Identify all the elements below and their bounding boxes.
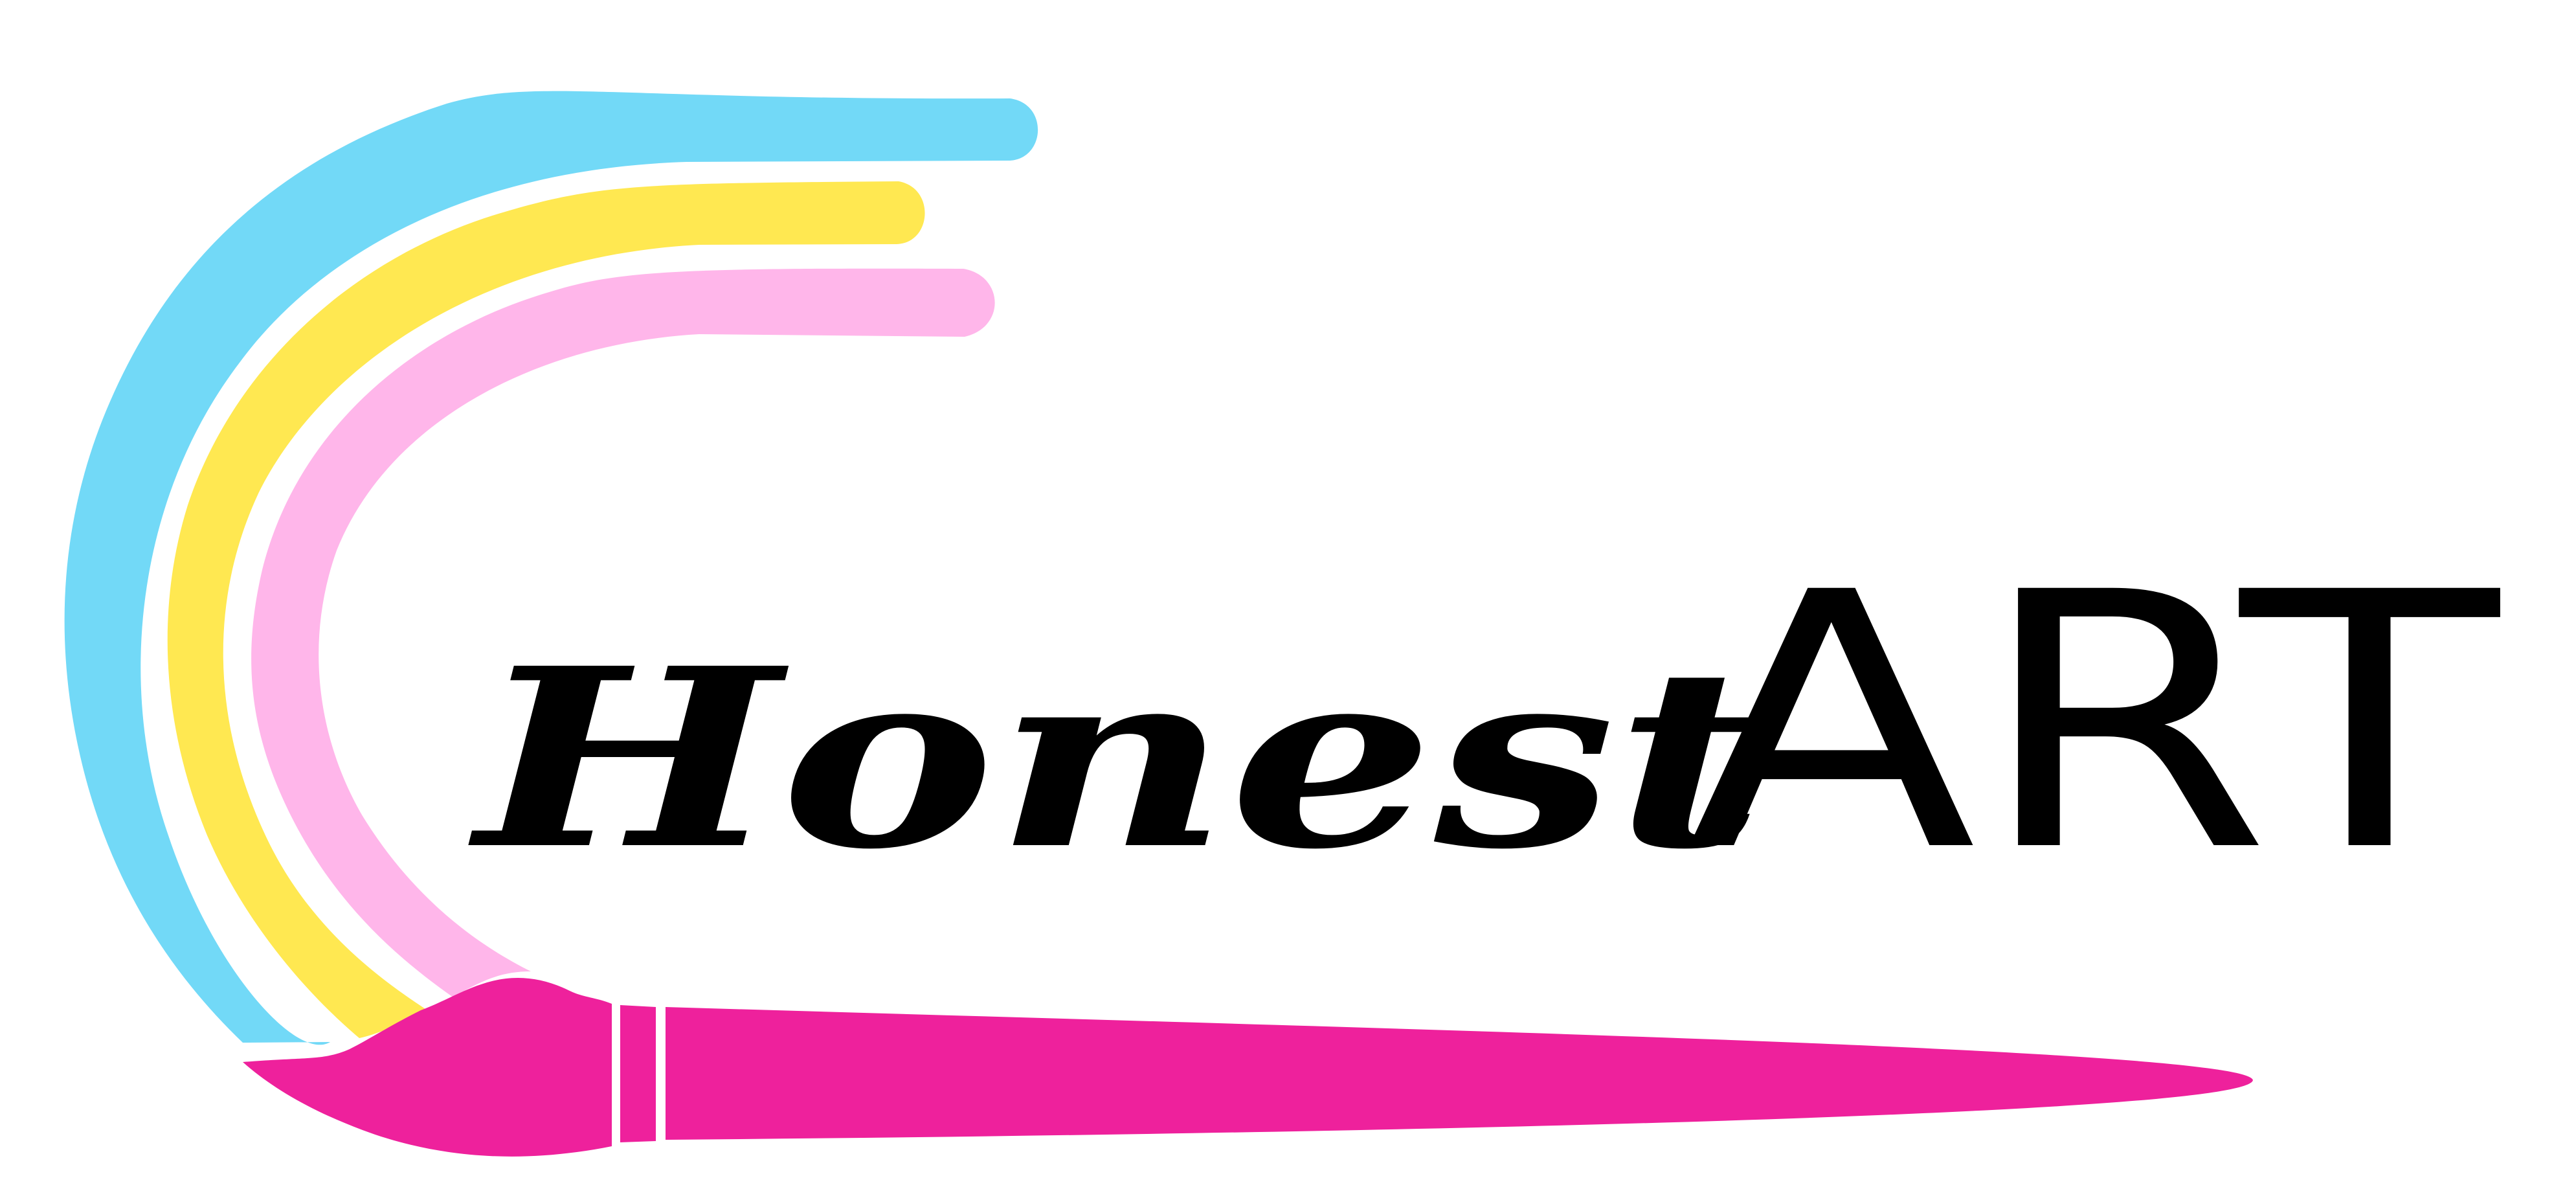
logo-caps-word: ART — [1686, 517, 2505, 929]
brush-head-icon — [243, 978, 612, 1157]
logo-script-word: Honest — [465, 614, 1764, 903]
brush-handle-icon — [666, 1007, 2253, 1140]
brush-ferrule-band-icon — [620, 1005, 656, 1142]
